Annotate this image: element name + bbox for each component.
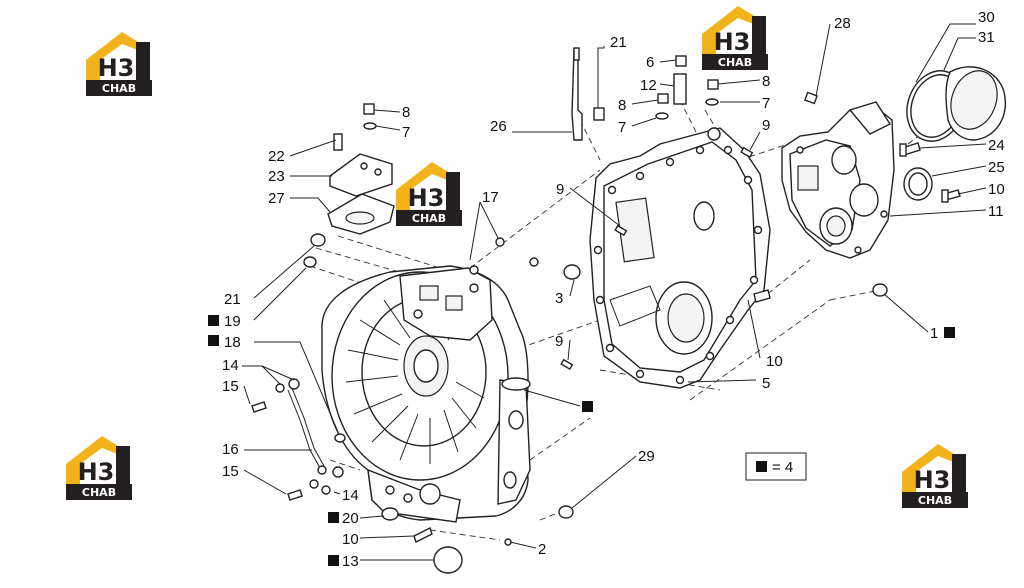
callout-9: 9 [556,181,564,198]
callout-10: 10 [988,181,1005,198]
converter-housing [321,265,531,523]
logo-bottom-right: H3 CHAB [902,444,968,508]
callout-14: 14 [222,357,239,374]
callout-8: 8 [618,97,626,114]
logo-center: H3 CHAB [396,162,462,226]
logo-caption: CHAB [718,56,752,69]
callout-5: 5 [762,375,770,392]
square-icon [944,327,955,338]
callout-1: 1 [930,325,938,342]
callout-7: 7 [762,95,770,112]
callout-labels: 21 6 12 8 7 8 7 26 9 9 3 9 10 5 28 30 31… [208,9,1005,570]
callout-31: 31 [978,29,995,46]
callout-20: 20 [342,510,359,527]
callout-29: 29 [638,448,655,465]
callout-15: 15 [222,378,239,395]
logo-mark: H3 [914,466,951,494]
leader-lines [242,23,987,561]
logo-mark: H3 [98,54,135,82]
square-icon [582,401,593,412]
callout-23: 23 [268,168,285,185]
logo-bottom-left: H3 CHAB [66,436,132,500]
logo-top-left: H3 CHAB [86,32,152,96]
logo-caption: CHAB [918,494,952,507]
callout-8: 8 [762,73,770,90]
callout-17: 17 [482,189,499,206]
callout-25: 25 [988,159,1005,176]
callout-19: 19 [224,313,241,330]
square-icon [208,335,219,346]
callout-10: 10 [342,531,359,548]
callout-13: 13 [342,553,359,570]
callout-7: 7 [402,124,410,141]
callout-22: 22 [268,148,285,165]
callout-21: 21 [610,34,627,51]
callout-9: 9 [762,117,770,134]
callout-30: 30 [978,9,995,26]
callout-27: 27 [268,190,285,207]
callout-12: 12 [640,77,657,94]
callout-28: 28 [834,15,851,32]
logo-mark: H3 [408,184,445,212]
legend-text: = 4 [772,459,793,476]
square-icon [328,555,339,566]
small-parts [251,47,961,574]
callout-18: 18 [224,334,241,351]
square-icon [328,512,339,523]
callout-21: 21 [224,291,241,308]
logo-caption: CHAB [82,486,116,499]
logo-mark: H3 [714,28,751,56]
callout-24: 24 [988,137,1005,154]
callout-10: 10 [766,353,783,370]
pto-housing [781,101,895,259]
callout-11: 11 [988,203,1004,220]
callout-6: 6 [646,54,654,71]
square-icon [208,315,219,326]
callout-7: 7 [618,119,626,136]
logo-top-center: H3 CHAB [702,6,768,70]
callout-15: 15 [222,463,239,480]
callout-3: 3 [555,290,563,307]
callout-16: 16 [222,441,239,458]
callout-2: 2 [538,541,546,558]
logo-mark: H3 [78,458,115,486]
callout-14: 14 [342,487,359,504]
callout-26: 26 [490,118,507,135]
gear-housing [589,127,771,389]
square-icon [756,461,767,472]
legend-box: = 4 [745,452,807,481]
logo-caption: CHAB [102,82,136,95]
callout-9: 9 [555,333,563,350]
logo-caption: CHAB [412,212,446,225]
callout-8: 8 [402,104,410,121]
cover-and-oring [906,66,1006,142]
